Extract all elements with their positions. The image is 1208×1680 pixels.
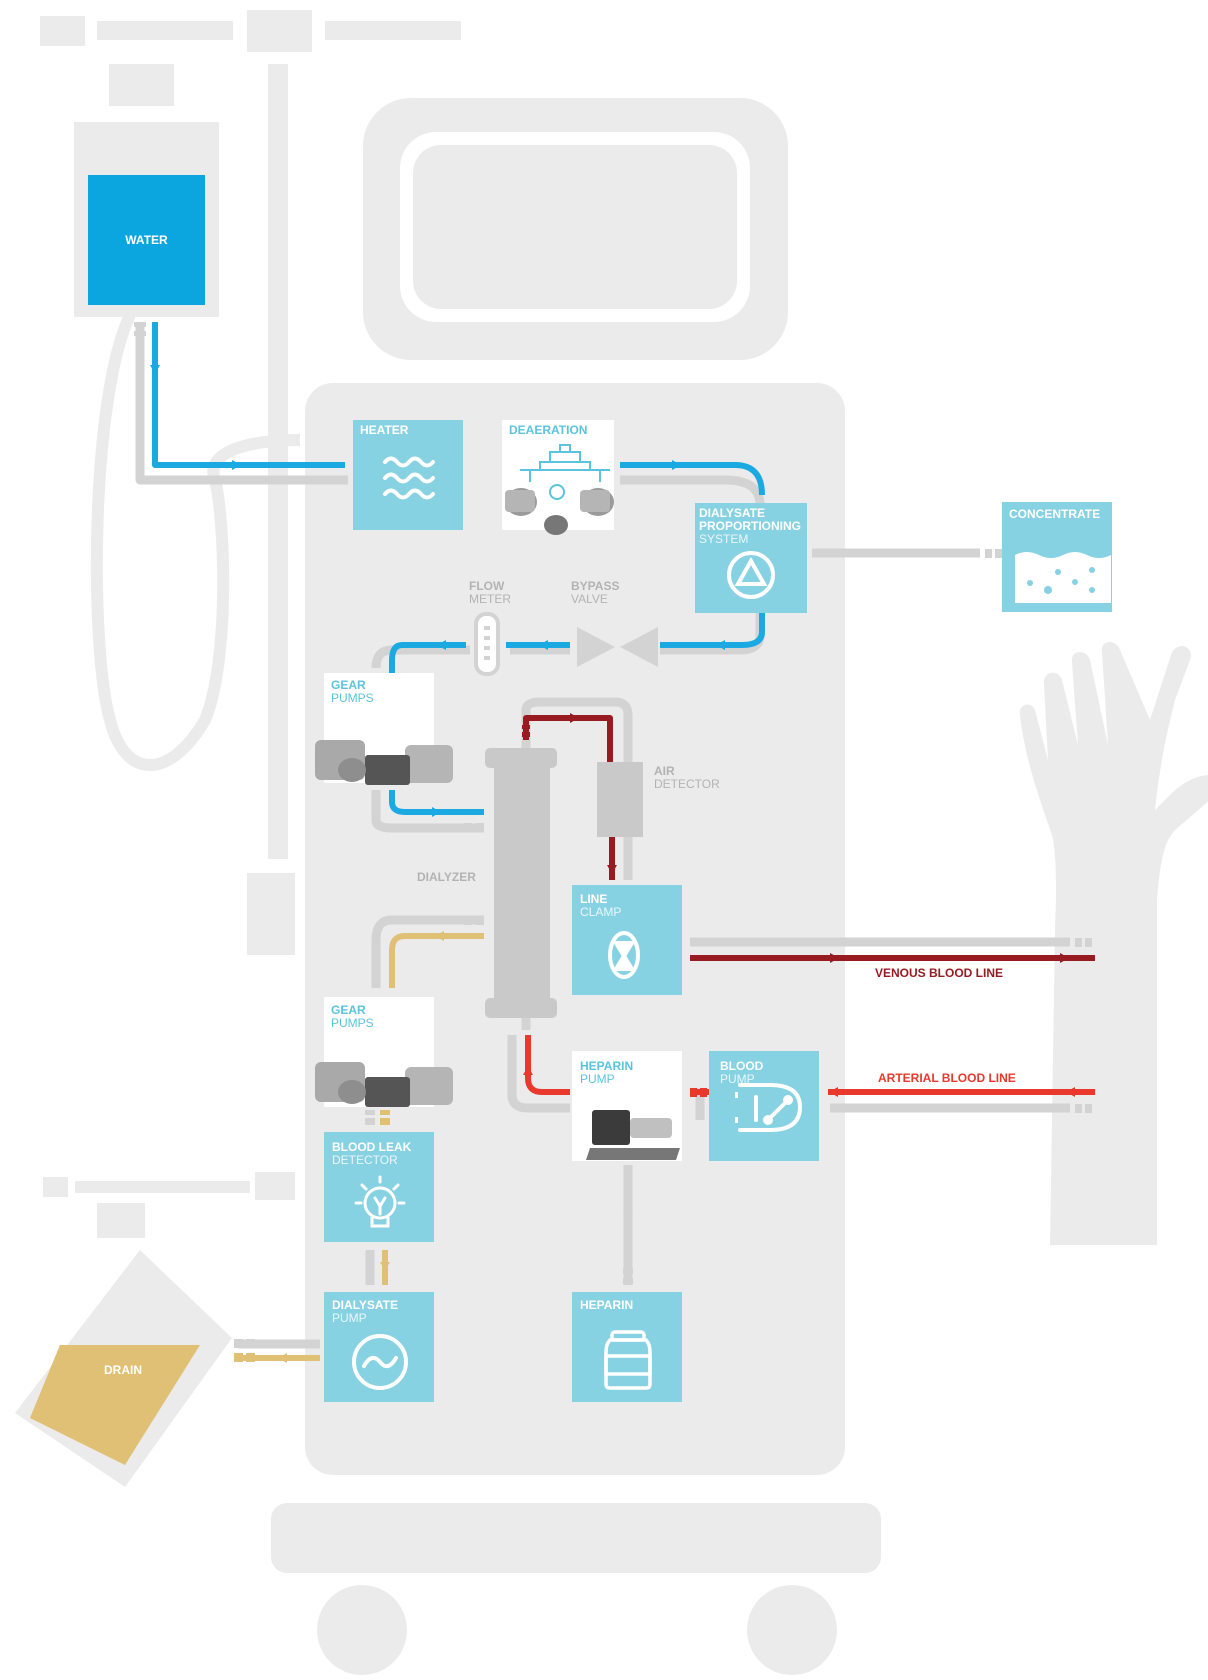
lightbulb-icon	[354, 1175, 406, 1228]
concentrate-label: CONCENTRATE	[1009, 507, 1101, 521]
gold-pipe-arrows	[278, 931, 444, 1363]
jar-icon	[604, 1330, 652, 1390]
gold-dashes	[380, 1110, 390, 1125]
grey-pipe-dashes	[134, 322, 1092, 1348]
triangle-in-circle-icon	[727, 551, 775, 599]
flow-meter-icon	[474, 612, 500, 676]
dialyzer	[485, 748, 557, 1018]
sine-wave-circle-icon	[352, 1334, 408, 1390]
hourglass-clamp-icon	[608, 931, 640, 979]
water-tank	[88, 175, 205, 305]
venous-dashes	[522, 725, 530, 737]
gear-pump-image-upper	[315, 740, 453, 785]
deaeration-schematic-icon	[520, 444, 610, 500]
venous-arrows	[570, 713, 1069, 963]
air-detector	[597, 762, 643, 837]
venous-blood-line-label: VENOUS BLOOD LINE	[875, 966, 1004, 980]
arterial-blood-line-label: ARTERIAL BLOOD LINE	[878, 1071, 1016, 1085]
drain-bag	[15, 1172, 295, 1487]
deaeration-label: DEAERATION	[509, 423, 588, 437]
peristaltic-pump-icon	[735, 1083, 803, 1132]
heater-label: HEATER	[360, 423, 409, 437]
blue-pipe-arrows	[150, 365, 725, 817]
arterial-arrows	[523, 1066, 1075, 1097]
gear-pump-image-top	[505, 488, 614, 535]
gear-pump-image-lower	[315, 1062, 453, 1107]
heat-waves-icon	[383, 456, 435, 500]
iv-tube	[90, 312, 301, 771]
bypass-valve-label: BYPASS VALVE	[571, 579, 620, 606]
blood-leak-detector-label: BLOOD LEAK DETECTOR	[332, 1140, 412, 1167]
heparin-pump-image	[586, 1110, 680, 1160]
line-clamp-label: LINE CLAMP	[580, 892, 622, 919]
dps-label: DIALYSATE PROPORTIONING SYSTEM	[699, 506, 802, 546]
air-detector-label: AIR DETECTOR	[654, 764, 720, 791]
gear-pumps-bottom-label: GEAR PUMPS	[331, 1003, 374, 1030]
drain-label: DRAIN	[104, 1363, 142, 1377]
grey-pipes	[135, 322, 1070, 1349]
gear-pumps-top-label: GEAR PUMPS	[331, 678, 374, 705]
grey-dashes-small	[234, 1110, 375, 1362]
heparin-pump-label: HEPARIN PUMP	[580, 1059, 634, 1086]
heparin-label: HEPARIN	[580, 1298, 634, 1312]
bowtie-valve-icon	[577, 627, 658, 667]
bubbles-liquid-icon	[1015, 552, 1111, 603]
blood-pump-label: BLOOD PUMP	[720, 1059, 764, 1086]
water-label: WATER	[125, 233, 168, 247]
arterial-dashes	[690, 1088, 707, 1097]
dialysate-pump-label: DIALYSATE PUMP	[332, 1298, 399, 1325]
flow-meter-label: FLOW METER	[469, 579, 511, 606]
heparin-line-arrows	[623, 1207, 633, 1216]
dialyzer-label: DIALYZER	[417, 870, 476, 884]
